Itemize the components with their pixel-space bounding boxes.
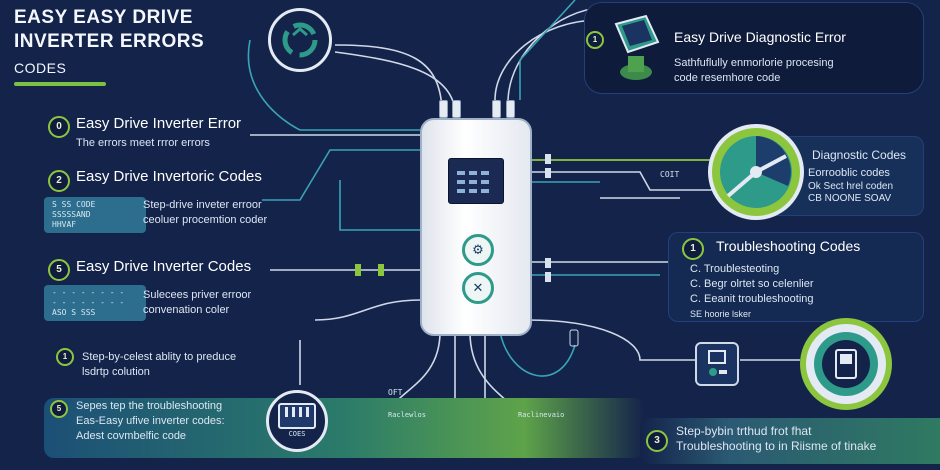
page-title: EASY EASY DRIVE INVERTER ERRORS CODES [14,6,204,80]
left-text-2: Step-drive inveter erroor ceoluer procem… [143,198,267,228]
bottom-right-banner [640,418,940,464]
list-item: C. Eeanit troubleshooting [690,293,814,305]
bottom-right-text: Step-bybin trthud frot fhat Troubleshoot… [676,424,876,454]
step-badge-2: 2 [48,170,70,192]
left-heading-1: Easy Drive Inverter Error [76,115,242,132]
label-bottom-1: Raclewlos [388,411,426,419]
text-line: Adest covmbelfic code [76,430,187,442]
right-top-heading: Easy Drive Diagnostic Error [674,29,846,45]
text-line: convenation coler [143,304,230,316]
text-line: Ok Sect hrel coden [808,181,894,192]
title-underline [14,82,106,86]
left-heading-3: Easy Drive Inverter Codes [76,258,252,275]
phone-icon [695,342,739,386]
text-line: code resemhore code [674,72,781,84]
bottom-banner [44,398,644,458]
pie-chart-icon [708,124,804,220]
connector-plug [492,100,501,118]
connector-plug [506,100,515,118]
gear-icon[interactable]: ⚙ [462,234,494,266]
text-line: ceoluer procemtion coder [143,214,268,226]
device-monitor-icon [800,318,892,410]
list-item: SE hoorie lsker [690,309,752,319]
diagnostic-lines: Eorrooblic codes Ok Sect hrel coden CB N… [808,166,893,205]
left-text-5: Sepes tep the troubleshooting Eas-Easy u… [76,399,225,444]
step-badge-4: 1 [56,348,74,366]
list-item: C. Begr olrtet so celenlier [690,278,814,290]
inverter-device: ⚙ ✕ [420,118,532,336]
device-display [448,158,504,204]
label-oft: OFT [388,388,403,397]
code-line: S SS CODE [52,200,96,209]
code-block-1: S SS CODE SSSSSAND HHVAF [44,197,146,233]
code-line: SSSSSAND [52,210,91,219]
text-line: Sepes tep the troubleshooting [76,400,223,412]
text-line: Step-bybin trthud frot fhat [676,424,812,438]
code-line: HHVAF [52,220,77,229]
text-line: Sulecees priver erroor [143,289,252,301]
troubleshooting-panel [668,232,924,322]
left-text-1: The errors meet rrror errors [76,137,210,149]
code-line: ASO S SSS [52,308,96,317]
text-line: Step-by-celest ablity to preduce [82,351,237,363]
text-line: Troubleshooting to in Riisme of tinake [676,439,877,453]
title-line-3: CODES [14,60,67,76]
step-badge-3: 5 [48,259,70,281]
recycle-icon [268,8,332,72]
step-badge-trouble: 1 [682,238,704,260]
text-line: CB NOONE SOAV [808,193,892,204]
step-badge-1: 0 [48,116,70,138]
step-badge-5: 5 [50,400,68,418]
label-bottom-2: Raclinevaio [518,411,565,419]
title-line-1: EASY EASY DRIVE [14,7,193,28]
title-line-2: INVERTER ERRORS [14,31,205,52]
connector-plug [439,100,448,118]
troubleshooting-heading: Troubleshooting Codes [716,238,861,254]
text-line: Step-drive inveter erroor [143,199,262,211]
text-line: Eorrooblic codes [808,167,890,179]
troubleshooting-list: C. Troublesteoting C. Begr olrtet so cel… [690,262,814,322]
code-line: - - - - - - - - [52,298,125,307]
right-top-text: Sathfuflully enmorlorie procesing code r… [674,56,834,86]
codes-icon: COES [266,390,328,452]
left-text-3: Sulecees priver erroor convenation coler [143,288,251,318]
text-line: lsdrtp colution [82,366,150,378]
step-badge-bottom-right: 3 [646,430,668,452]
connector-plug [452,100,461,118]
left-heading-2: Easy Drive Invertoric Codes [76,168,262,185]
wrench-icon[interactable]: ✕ [462,272,494,304]
text-line: Eas-Easy ufive inverter codes: [76,415,225,427]
code-block-2: - - - - - - - - - - - - - - - - ASO S SS… [44,285,146,321]
step-badge-top-right: 1 [586,31,604,49]
diagnostic-heading: Diagnostic Codes [812,148,907,162]
list-item: C. Troublesteoting [690,263,780,275]
left-text-4: Step-by-celest ablity to preduce lsdrtp … [82,350,236,380]
laptop-icon [606,12,664,84]
text-line: Sathfuflully enmorlorie procesing [674,57,834,69]
label-cort: COIT [660,170,680,179]
code-line: - - - - - - - - [52,288,125,297]
codes-icon-label: COES [288,430,306,438]
